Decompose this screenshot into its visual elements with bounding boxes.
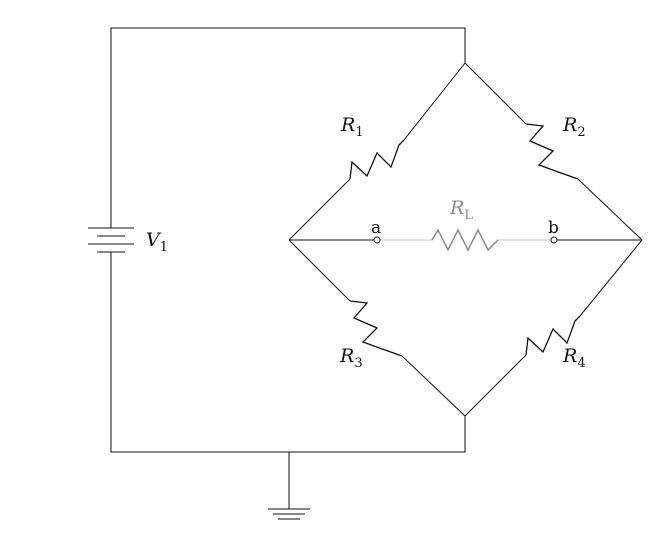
wire-r4-lower bbox=[464, 354, 527, 417]
wire-top bbox=[110, 27, 466, 228]
ground-symbol bbox=[268, 452, 310, 520]
label-v1: V1 bbox=[146, 229, 168, 255]
label-r3: R3 bbox=[339, 345, 363, 371]
label-r2: R2 bbox=[562, 114, 586, 140]
wire-r3-upper bbox=[288, 239, 351, 302]
wire-r3-lower bbox=[401, 355, 466, 417]
bridge-arm-r3 bbox=[288, 239, 466, 417]
wire-r1-upper bbox=[403, 62, 466, 141]
label-r1: R1 bbox=[340, 114, 364, 140]
wire-r2-upper bbox=[464, 62, 527, 125]
resistor-r1-zigzag bbox=[349, 139, 405, 180]
label-node-a: a bbox=[371, 218, 381, 238]
bridge-arm-r2 bbox=[464, 62, 643, 241]
resistor-rl-zigzag bbox=[431, 228, 499, 252]
bridge-arm-r1 bbox=[288, 62, 466, 241]
label-r4: R4 bbox=[562, 345, 586, 371]
outer-circuit-wires bbox=[110, 27, 466, 453]
terminal-b bbox=[550, 236, 558, 244]
wire-r2-lower bbox=[577, 178, 643, 241]
resistor-r2-zigzag bbox=[525, 123, 579, 180]
label-node-b: b bbox=[548, 218, 559, 238]
terminal-a bbox=[373, 236, 381, 244]
wire-r1-lower bbox=[288, 178, 351, 241]
resistor-r4-zigzag bbox=[525, 315, 581, 356]
battery-v1 bbox=[88, 227, 134, 253]
wire-r4-upper bbox=[579, 239, 643, 317]
load-branch bbox=[289, 228, 642, 252]
label-rl: RL bbox=[449, 197, 473, 223]
wire-bottom bbox=[110, 252, 466, 453]
resistor-r3-zigzag bbox=[349, 300, 403, 357]
bridge-arm-r4 bbox=[464, 239, 643, 417]
